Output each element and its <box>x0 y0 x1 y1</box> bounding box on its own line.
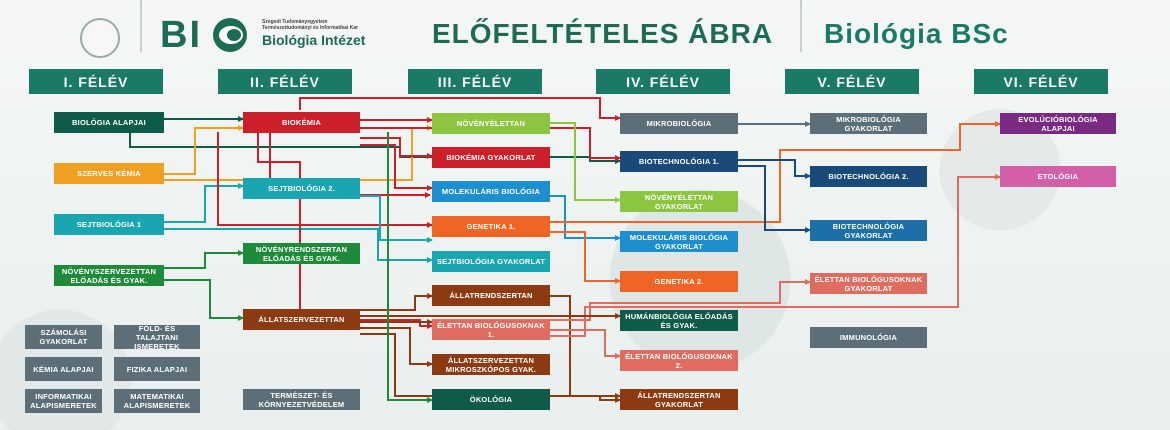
course-biotechnologia-1[interactable]: BIOTECHNOLÓGIA 1. <box>620 151 738 172</box>
course-biokemia-gyakorlat[interactable]: BIOKÉMIA GYAKORLAT <box>432 147 550 168</box>
arrow-elettan1-etologia <box>550 174 1001 337</box>
arrow-szerves-novelet <box>163 125 433 181</box>
arrow-genetika1-evolucio <box>550 121 1001 223</box>
semester-6-header: VI. FÉLÉV <box>974 69 1108 94</box>
page-title: ELŐFELTÉTELES ÁBRA <box>432 18 774 49</box>
course-etologia[interactable]: ETOLÓGIA <box>1000 166 1116 187</box>
course-novenyszervezettan[interactable]: NÖVÉNYSZERVEZETTAN ELŐADÁS ÉS GYAK. <box>54 265 164 286</box>
arrow-novszerv-novrendsz <box>163 250 244 269</box>
semester-1-header: I. FÉLÉV <box>29 69 163 94</box>
course-fold-talajtan[interactable]: FÖLD- ÉS TALAJTANI ISMERETEK <box>114 324 200 351</box>
course-kemia-alapjai[interactable]: KÉMIA ALAPJAI <box>25 357 102 381</box>
arrow-biokemia-genetika <box>217 132 433 228</box>
program-name: Biológia BSc <box>824 18 1009 49</box>
arrow-molbio-molbiogyak <box>550 195 621 241</box>
course-molekularis-biologia-gyakorlat[interactable]: MOLEKULÁRIS BIOLÓGIA GYAKORLAT <box>620 231 738 252</box>
faculty-line2: Természettudományi és Informatikai Kar <box>262 25 359 31</box>
course-biotechnologia-gyakorlat[interactable]: BIOTECHNOLÓGIA GYAKORLAT <box>810 220 927 241</box>
semester-2-header: II. FÉLÉV <box>218 69 352 94</box>
arrow-biokemia-okologia <box>387 132 433 403</box>
course-szamolasi-gyakorlat[interactable]: SZÁMOLÁSI GYAKORLAT <box>25 325 102 349</box>
arrow-sejtbio1-sejtbiogyak <box>163 228 433 263</box>
course-genetika-1[interactable]: GENETIKA 1. <box>432 216 550 237</box>
course-informatika[interactable]: INFORMATIKAI ALAPISMERETEK <box>25 389 102 413</box>
header-divider <box>140 0 142 52</box>
course-allatrendszertan[interactable]: ÁLLATRENDSZERTAN <box>432 285 550 306</box>
course-immunologia[interactable]: IMMUNOLÓGIA <box>810 327 927 348</box>
logo-o-icon <box>213 18 247 52</box>
arrow-elettan1-elettangyak <box>550 279 811 321</box>
course-sejtbiologia-gyakorlat[interactable]: SEJTBIOLÓGIA GYAKORLAT <box>432 251 550 272</box>
course-evoluciobiologia[interactable]: EVOLÚCIÓBIOLÓGIA ALAPJAI <box>1000 113 1116 134</box>
arrow-elettan1-elettan2 <box>550 329 621 359</box>
course-szerves-kemia[interactable]: SZERVES KÉMIA <box>54 163 164 184</box>
course-allatszervezettan[interactable]: ÁLLATSZERVEZETTAN <box>243 309 360 330</box>
title-divider <box>800 0 802 52</box>
arrow-biokemia-molbio <box>360 144 433 191</box>
course-humanbiologia[interactable]: HUMÁNBIOLÓGIA ELŐADÁS ÉS GYAK. <box>620 310 738 331</box>
course-sejtbiologia-2[interactable]: SEJTBIOLÓGIA 2. <box>243 178 360 199</box>
arrow-sejtbio2-molbiogyak <box>360 195 433 243</box>
course-termeszet-kornyezetvedelem[interactable]: TERMÉSZET- ÉS KÖRNYEZETVÉDELEM <box>243 389 360 410</box>
course-okologia[interactable]: ÖKOLÓGIA <box>432 389 550 410</box>
logo-letters: BI <box>160 14 202 56</box>
course-novenyrendszertan[interactable]: NÖVÉNYRENDSZERTAN ELŐADÁS ÉS GYAK. <box>243 243 360 264</box>
semester-3-header: III. FÉLÉV <box>408 69 542 94</box>
course-matematika[interactable]: MATEMATIKAI ALAPISMERETEK <box>114 389 200 413</box>
arrow-allatszerv-mikro <box>360 327 433 367</box>
course-elettan-2[interactable]: ÉLETTAN BIOLÓGUSOKNAK 2. <box>620 350 738 371</box>
course-genetika-2[interactable]: GENETIKA 2. <box>620 271 738 292</box>
semester-4-header: IV. FÉLÉV <box>596 69 730 94</box>
institute-name: Biológia Intézet <box>262 32 366 48</box>
course-novenyelettan[interactable]: NÖVÉNYÉLETTAN <box>432 113 550 134</box>
course-biokemia[interactable]: BIOKÉMIA <box>243 112 360 133</box>
arrow-sejtbio1-sejtbio2 <box>163 183 244 223</box>
arrow-biokemia-mikrobio <box>299 97 621 121</box>
course-biotechnologia-2[interactable]: BIOTECHNOLÓGIA 2. <box>810 166 927 187</box>
arrow-biotech1-biotech2 <box>738 159 811 179</box>
course-molekularis-biologia[interactable]: MOLEKULÁRIS BIOLÓGIA <box>432 181 550 202</box>
course-mikrobiologia-gyakorlat[interactable]: MIKROBIOLÓGIA GYAKORLAT <box>810 113 927 134</box>
arrow-biokemia-biokemiagyak <box>360 137 433 159</box>
course-novenyelettan-gyakorlat[interactable]: NÖVÉNYÉLETTAN GYAKORLAT <box>620 191 738 212</box>
course-allatszervezettan-mikroszkopos[interactable]: ÁLLATSZERVEZETTAN MIKROSZKÓPOS GYAK. <box>432 354 550 375</box>
arrow-genetika1-genetika2 <box>550 231 621 284</box>
arrow-allatszerv-allatrendsz <box>360 293 433 311</box>
faculty-line1: Szegedi Tudományegyetem <box>262 19 328 25</box>
course-mikrobiologia[interactable]: MIKROBIOLÓGIA <box>620 113 738 134</box>
semester-5-header: V. FÉLÉV <box>785 69 919 94</box>
arrow-novszerv-allatszerv <box>163 279 244 321</box>
course-allatrendszertan-gyakorlat[interactable]: ÁLLATRENDSZERTAN GYAKORLAT <box>620 389 738 410</box>
university-seal-icon <box>80 18 120 58</box>
course-sejtbiologia-1[interactable]: SEJTBIOLÓGIA 1 <box>54 214 164 235</box>
course-biologia-alapjai[interactable]: BIOLÓGIA ALAPJAI <box>54 112 164 133</box>
arrow-szerves-biokemia <box>163 125 244 175</box>
arrow-novelet-noveletgyak <box>550 122 621 203</box>
course-elettan-gyakorlat[interactable]: ÉLETTAN BIOLÓGUSOKNAK GYAKORLAT <box>810 273 927 294</box>
course-elettan-1[interactable]: ÉLETTAN BIOLÓGUSOKNAK 1. <box>432 319 550 340</box>
arrow-biotech1-biotechgyak <box>738 165 811 233</box>
course-fizika-alapjai[interactable]: FIZIKA ALAPJAI <box>114 357 200 381</box>
